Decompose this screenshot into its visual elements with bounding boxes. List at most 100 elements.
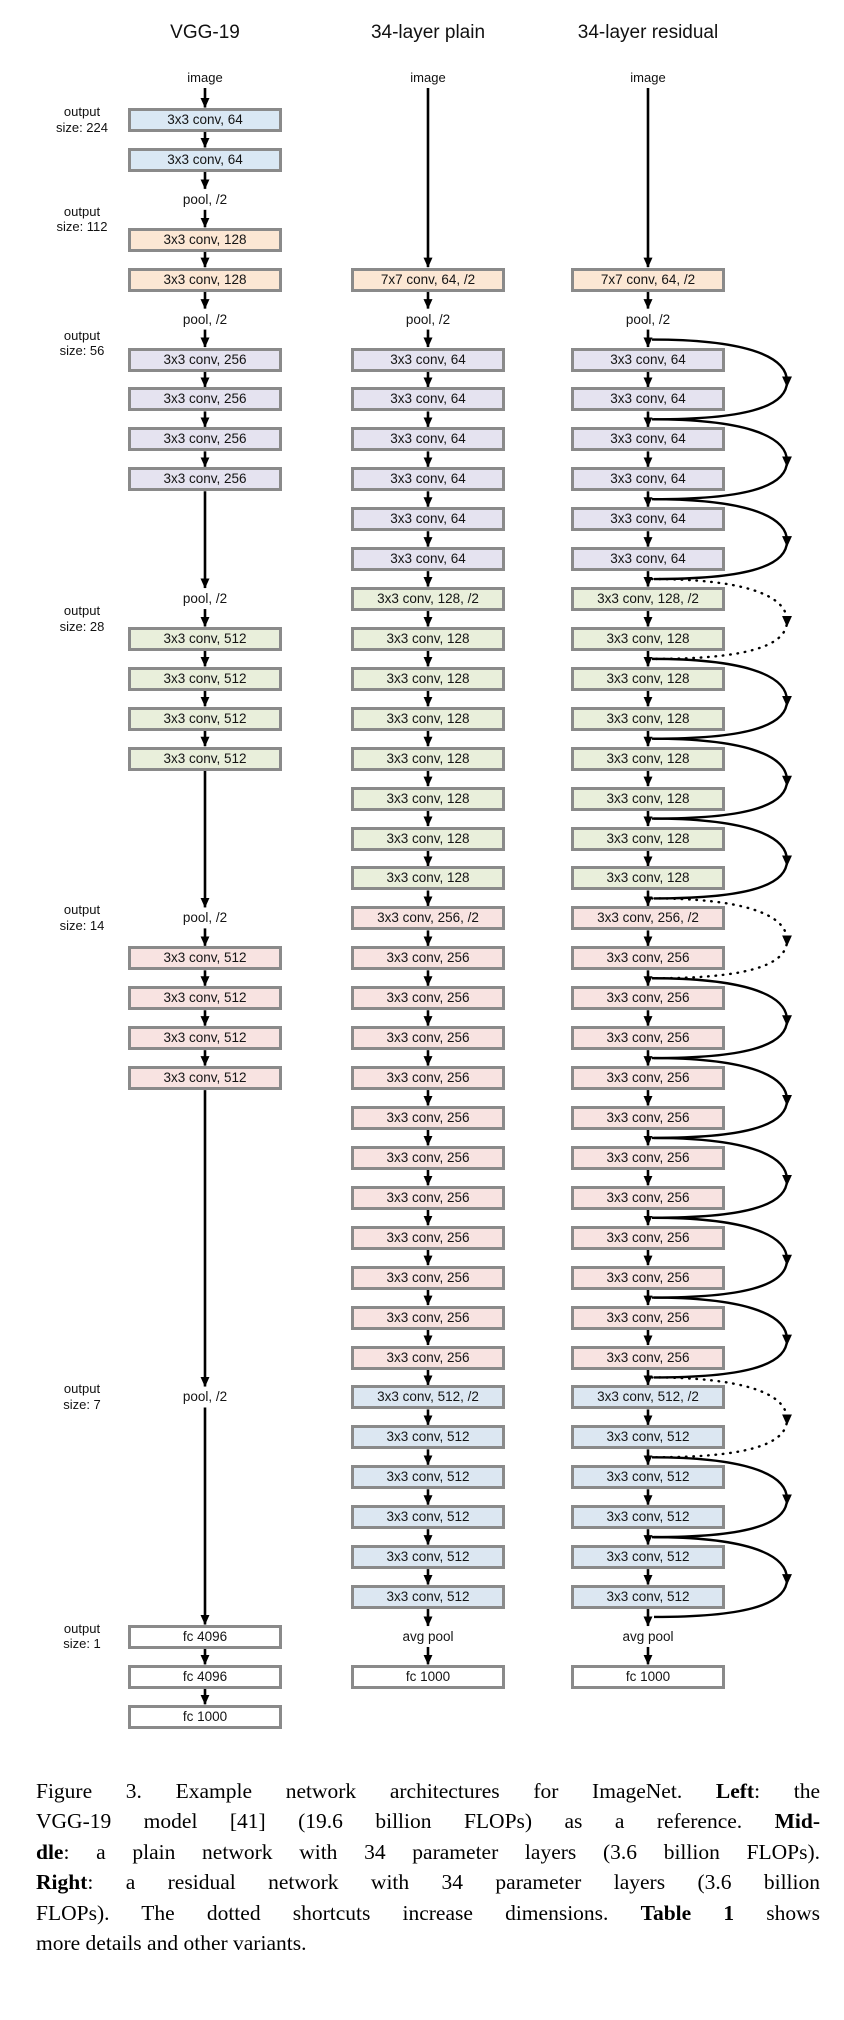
fc-layer-box: fc 1000 [351,1664,505,1689]
conv-layer-box: 3x3 conv, 512 [571,1465,725,1490]
caption-segment: Figure 3. Example network architectures … [36,1779,716,1803]
conv-layer-box: 3x3 conv, 512, /2 [351,1385,505,1410]
conv-layer-box: 3x3 conv, 256 [351,1106,505,1130]
conv-layer-box: 3x3 conv, 128 [571,626,725,651]
conv-layer-box: 3x3 conv, 64 [571,427,725,452]
output-size-label-line2: size: 1 [63,1636,101,1652]
conv-layer-box: 3x3 conv, 128 [571,866,725,891]
conv-layer-box: 3x3 conv, 64 [351,467,505,492]
output-size-label-line1: output [63,104,101,119]
input-image-label: image [410,70,446,85]
conv-layer-box: 3x3 conv, 256 [571,1225,725,1250]
conv-layer-box: 3x3 conv, 64 [128,108,282,132]
conv-layer-box: 3x3 conv, 512 [128,1026,282,1051]
caption-segment: VGG-19 model [41] (19.6 billion FLOPs) a… [36,1809,775,1834]
conv-layer-box: 3x3 conv, 128 [571,666,725,691]
conv-layer-box: 3x3 conv, 256, /2 [351,906,505,931]
conv-layer-box: 3x3 conv, 256 [128,347,282,372]
pool-label: pool, /2 [405,311,451,327]
conv-layer-box: 3x3 conv, 512 [351,1505,505,1530]
conv-layer-box: 3x3 conv, 64 [351,547,505,572]
caption-line: VGG-19 model [41] (19.6 billion FLOPs) a… [36,1806,820,1836]
caption-bold-segment: Mid- [774,1809,820,1834]
conv-layer-box: 3x3 conv, 64 [571,387,725,412]
output-size-label-line1: output [63,1620,101,1636]
conv-layer-box: 3x3 conv, 512 [128,1066,282,1091]
conv-layer-box: 3x3 conv, 512 [128,626,282,651]
conv-layer-box: 3x3 conv, 256 [351,946,505,971]
output-size-label-line1: output [63,1381,101,1397]
caption-bold-segment: Left [715,1779,755,1803]
conv-layer-box: 3x3 conv, 64 [351,347,505,372]
conv-layer-box: 3x3 conv, 64 [571,547,725,572]
caption-line: dle: a plain network with 34 parameter l… [36,1837,820,1867]
conv-layer-box: 3x3 conv, 512, /2 [571,1385,725,1410]
pool-label: pool, /2 [182,191,228,207]
avgpool-label: avg pool [622,1628,674,1644]
caption-bold-segment: dle [36,1839,64,1864]
fc-layer-box: fc 1000 [571,1664,725,1689]
conv-layer-box: 3x3 conv, 128 [351,826,505,851]
conv-layer-box: 3x3 conv, 512 [351,1465,505,1490]
conv-layer-box: 3x3 conv, 64 [351,507,505,532]
caption-line: Right: a residual network with 34 parame… [36,1867,820,1897]
output-size-label-line1: output [63,327,101,343]
conv-layer-box: 3x3 conv, 128 [571,706,725,731]
column-title-vgg19: VGG-19 [170,22,240,43]
conv-layer-box: 3x3 conv, 512 [128,746,282,771]
conv-layer-box: 3x3 conv, 128 [351,786,505,811]
caption-segment: : the [754,1779,820,1803]
conv-layer-box: 3x3 conv, 256 [351,986,505,1011]
conv-layer-box: 3x3 conv, 512 [571,1585,725,1610]
input-image-label: image [630,70,666,85]
output-size-label-line2: size: 14 [59,917,105,933]
output-size-label-line2: size: 28 [59,618,105,634]
conv-layer-box: 3x3 conv, 128, /2 [351,587,505,612]
conv-layer-box: 3x3 conv, 256 [571,946,725,971]
conv-layer-box: 3x3 conv, 256 [351,1066,505,1091]
avgpool-label: avg pool [402,1628,454,1644]
caption-line: FLOPs). The dotted shortcuts increase di… [36,1898,820,1928]
conv-layer-box: 3x3 conv, 512 [571,1425,725,1450]
conv-layer-box: 3x3 conv, 128 [351,746,505,771]
caption-segment: : a plain network with 34 parameter laye… [63,1839,820,1864]
conv-layer-box: 3x3 conv, 256 [351,1185,505,1210]
conv-layer-box: 3x3 conv, 128 [351,666,505,691]
conv-layer-box: 3x3 conv, 256 [351,1026,505,1051]
conv-layer-box: 3x3 conv, 512 [571,1545,725,1570]
caption-bold-segment: Table 1 [640,1900,735,1925]
output-size-label-line1: output [63,902,101,918]
conv-layer-box: 3x3 conv, 256 [128,467,282,492]
conv-layer-box: 7x7 conv, 64, /2 [351,267,505,292]
conv-layer-box: 3x3 conv, 128 [351,866,505,891]
conv-layer-box: 3x3 conv, 256 [351,1305,505,1330]
conv-layer-box: 3x3 conv, 512 [351,1425,505,1450]
caption-line: Figure 3. Example network architectures … [36,1776,820,1806]
column-title-residual34: 34-layer residual [577,22,719,43]
conv-layer-box: 3x3 conv, 512 [128,666,282,691]
conv-layer-box: 3x3 conv, 256 [571,1145,725,1170]
conv-layer-box: 3x3 conv, 512 [128,706,282,731]
conv-layer-box: 3x3 conv, 256 [128,387,282,412]
conv-layer-box: 3x3 conv, 256 [571,1305,725,1330]
conv-layer-box: 3x3 conv, 256 [571,1185,725,1210]
conv-layer-box: 3x3 conv, 512 [351,1545,505,1570]
output-size-label-line1: output [63,203,101,219]
conv-layer-box: 3x3 conv, 128 [128,267,282,292]
conv-layer-box: 3x3 conv, 512 [571,1505,725,1530]
conv-layer-box: 3x3 conv, 256, /2 [571,906,725,931]
output-size-label-line1: output [63,603,101,618]
conv-layer-box: 3x3 conv, 256 [351,1145,505,1170]
pool-label: pool, /2 [182,910,228,926]
conv-layer-box: 3x3 conv, 64 [128,147,282,172]
input-image-label: image [187,70,223,85]
pool-label: pool, /2 [182,1389,228,1405]
caption-segment: : a residual network with 34 parameter l… [87,1870,820,1895]
conv-layer-box: 3x3 conv, 256 [351,1265,505,1290]
caption-segment: more details and other variants. [36,1931,307,1956]
conv-layer-box: 3x3 conv, 512 [351,1585,505,1610]
caption-line: more details and other variants. [36,1928,820,1958]
output-size-label-line2: size: 7 [63,1396,101,1412]
